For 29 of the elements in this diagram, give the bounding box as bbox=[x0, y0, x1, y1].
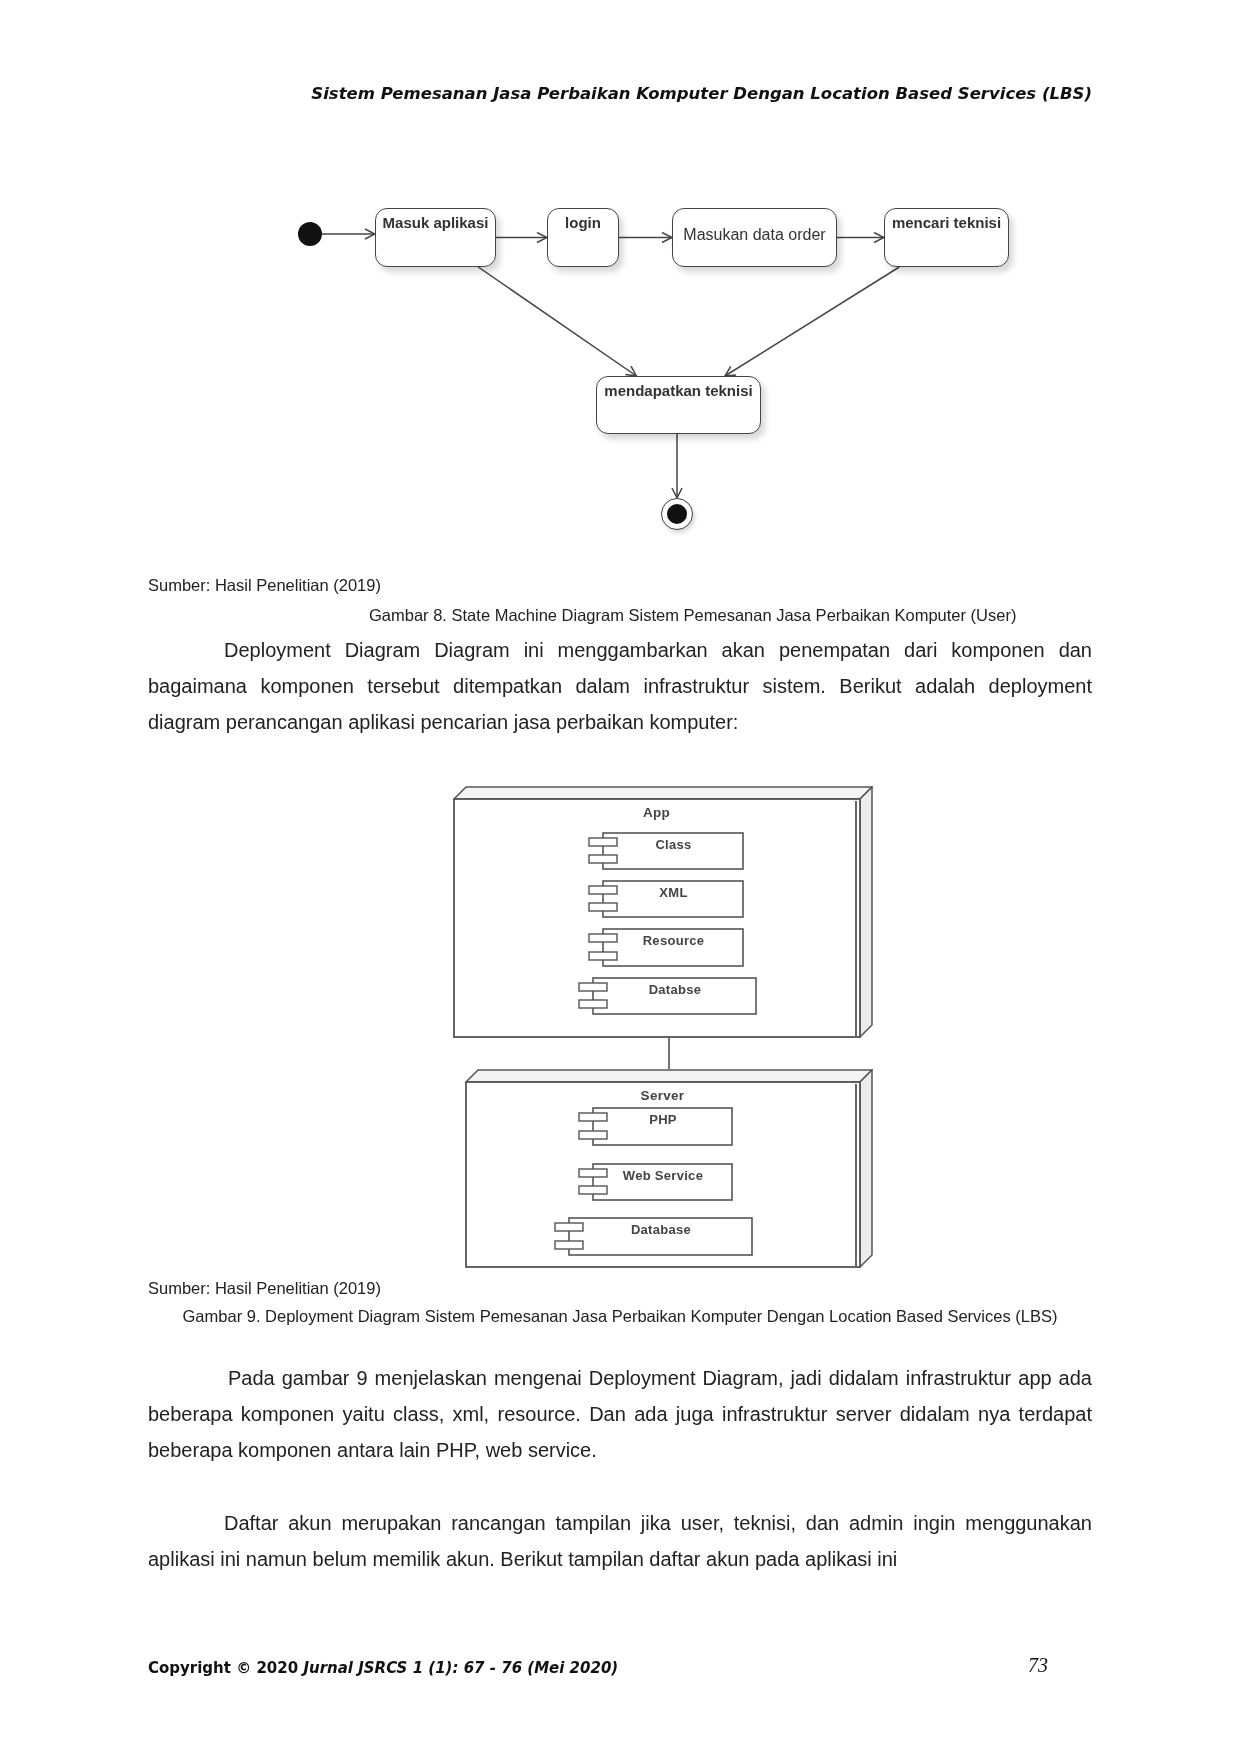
running-header: Sistem Pemesanan Jasa Perbaikan Komputer Dengan Location Based Services (LBS) bbox=[311, 84, 1092, 103]
state-box: login bbox=[547, 208, 619, 267]
arrow bbox=[724, 266, 901, 377]
state-box: Masuk aplikasi bbox=[375, 208, 496, 267]
copyright-footer: Copyright © 2020 Jurnal JSRCS 1 (1): 67 - 76 (Mei 2020) bbox=[148, 1659, 619, 1677]
arrow bbox=[618, 231, 673, 244]
arrow bbox=[671, 433, 683, 499]
node-title: Server bbox=[640, 1088, 685, 1103]
source-note: Sumber: Hasil Penelitian (2019) bbox=[148, 576, 381, 595]
source-note: Sumber: Hasil Penelitian (2019) bbox=[148, 1279, 381, 1298]
arrow bbox=[321, 228, 376, 240]
state-box: mencari teknisi bbox=[884, 208, 1009, 267]
final-state-circle bbox=[661, 498, 693, 530]
figure-caption: Gambar 9. Deployment Diagram Sistem Pemesanan Jasa Perbaikan Komputer Dengan Location Based Services (LBS) bbox=[182, 1307, 1058, 1326]
state-box: Masukan data order bbox=[672, 208, 837, 267]
deployment-node-box bbox=[453, 786, 873, 1038]
figure-caption: Gambar 8. State Machine Diagram Sistem Pemesanan Jasa Perbaikan Komputer (User) bbox=[369, 606, 1017, 625]
arrow bbox=[495, 231, 548, 244]
connector-line bbox=[668, 1037, 670, 1070]
state-box: mendapatkan teknisi bbox=[596, 376, 761, 434]
paragraph: Pada gambar 9 menjelaskan mengenai Deployment Diagram, jadi didalam infrastruktur app ada beberapa komponen yaitu class, xml, resource. Dan ada juga infrastruktur server didalam nya terdapat beberapa komponen antara lain PHP, web service. bbox=[148, 1366, 1092, 1463]
paragraph: Deployment Diagram Diagram ini menggambarkan akan penempatan dari komponen dan bagaimana komponen tersebut ditempatkan dalam infrastruktur sistem. Berikut adalah deployment diagram perancangan aplikasi pencarian jasa perbaikan komputer: bbox=[148, 638, 1092, 735]
page-number: 73 bbox=[1028, 1654, 1048, 1677]
paragraph: Daftar akun merupakan rancangan tampilan jika user, teknisi, dan admin ingin menggunakan aplikasi ini namun belum memilik akun. Berikut tampilan daftar akun pada aplikasi ini bbox=[148, 1511, 1092, 1572]
arrow bbox=[836, 231, 885, 244]
node-title: App bbox=[642, 805, 671, 820]
arrow bbox=[477, 266, 638, 377]
deployment-node-box bbox=[465, 1069, 873, 1268]
initial-state-circle bbox=[298, 222, 322, 246]
